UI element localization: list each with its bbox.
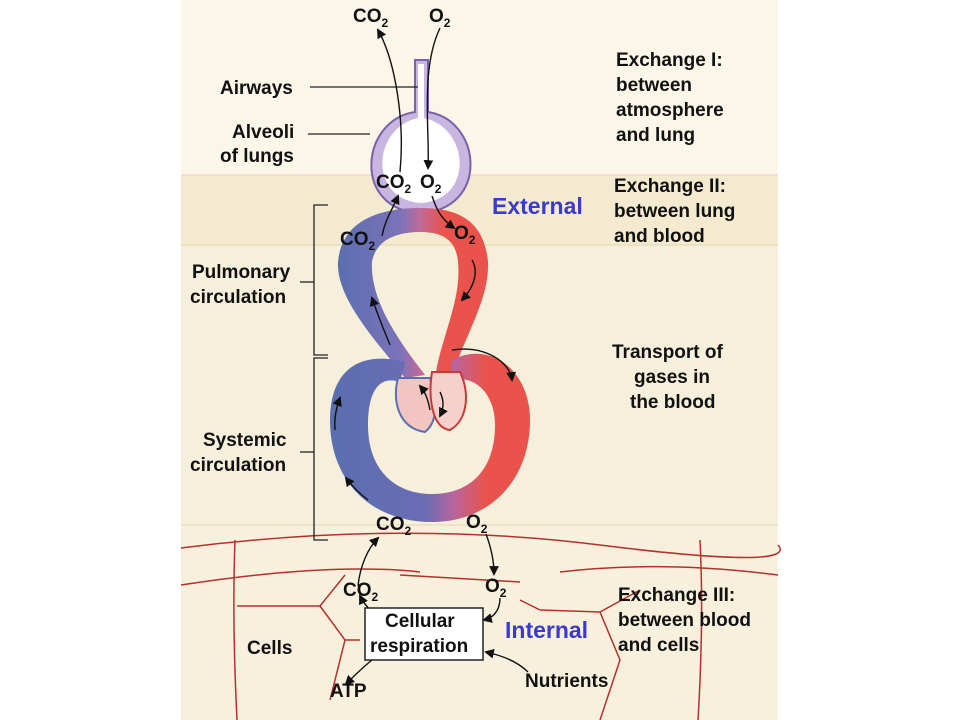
label-cells: Cells <box>247 638 292 659</box>
label-alveoli-2: of lungs <box>220 146 294 167</box>
label-systemic-2: circulation <box>190 455 286 476</box>
gas-co2-cells: CO2 <box>343 580 379 604</box>
arrow-pulmonary-up <box>369 296 391 346</box>
exchange3-line1: Exchange III: <box>618 585 735 606</box>
arrow-o2-in <box>423 27 441 170</box>
gas-co2-top: CO2 <box>353 6 389 30</box>
exchange2-line1: Exchange II: <box>614 176 726 197</box>
label-systemic-1: Systemic <box>203 430 287 451</box>
gas-o2-pulmonary: O2 <box>454 223 476 247</box>
arrow-o2-to-respiration <box>482 597 501 623</box>
arrow-systemic-out <box>451 348 516 382</box>
exchange1-line4: and lung <box>616 125 695 146</box>
arrow-co2-out <box>377 28 402 173</box>
arrow-systemic-up <box>332 396 342 431</box>
label-cellular-1: Cellular <box>385 611 455 632</box>
transport-line2: gases in <box>634 367 710 388</box>
gas-co2-systemic: CO2 <box>376 514 412 538</box>
exchange3-line3: and cells <box>618 635 699 656</box>
arrow-heart <box>418 384 431 411</box>
gas-o2-cells: O2 <box>485 576 507 600</box>
gas-co2-alveolus: CO2 <box>376 172 412 196</box>
arrow-nutrients <box>484 648 529 673</box>
exchange1-line3: atmosphere <box>616 100 724 121</box>
transport-line1: Transport of <box>612 342 724 363</box>
exchange2-line2: between lung <box>614 201 735 222</box>
bracket-systemic <box>300 357 328 541</box>
arrow-pulmonary-return <box>460 259 476 302</box>
label-cellular-2: respiration <box>370 636 468 657</box>
arrow-systemic-left <box>344 476 369 501</box>
arrow-o2-blood-to-cell <box>485 533 499 576</box>
cellular-respiration-box <box>364 607 484 661</box>
bracket-pulmonary <box>300 204 328 356</box>
exchange3-line2: between blood <box>618 610 751 631</box>
label-alveoli-1: Alveoli <box>232 122 294 143</box>
label-pulmonary-2: circulation <box>190 287 286 308</box>
arrow-co2-cell-to-blood <box>357 536 380 587</box>
arrow-atp <box>344 659 373 686</box>
alveolus-inner <box>382 64 460 203</box>
arrow-co2-to-alveolus <box>381 194 400 237</box>
exchange2-line3: and blood <box>614 226 705 247</box>
systemic-loop <box>330 353 530 522</box>
gas-co2-pulmonary: CO2 <box>340 229 376 253</box>
cells-tissue <box>180 532 781 720</box>
arrow-o2-to-blood <box>431 195 456 230</box>
pulmonary-loop <box>337 208 489 378</box>
gas-flow-arrows <box>332 27 529 686</box>
transport-line3: the blood <box>630 392 715 413</box>
label-internal: Internal <box>505 617 588 643</box>
exchange1-line2: between <box>616 75 692 96</box>
label-airways: Airways <box>220 78 293 99</box>
label-atp: ATP <box>330 681 367 702</box>
gas-o2-alveolus: O2 <box>420 172 442 196</box>
gas-o2-top: O2 <box>429 6 451 30</box>
gas-o2-systemic: O2 <box>466 512 488 536</box>
label-nutrients: Nutrients <box>525 671 608 692</box>
arrow-heart-2 <box>439 391 448 418</box>
label-external: External <box>492 193 583 219</box>
exchange1-line1: Exchange I: <box>616 50 723 71</box>
band-exchange-1 <box>181 0 778 175</box>
label-pulmonary-1: Pulmonary <box>192 262 291 283</box>
